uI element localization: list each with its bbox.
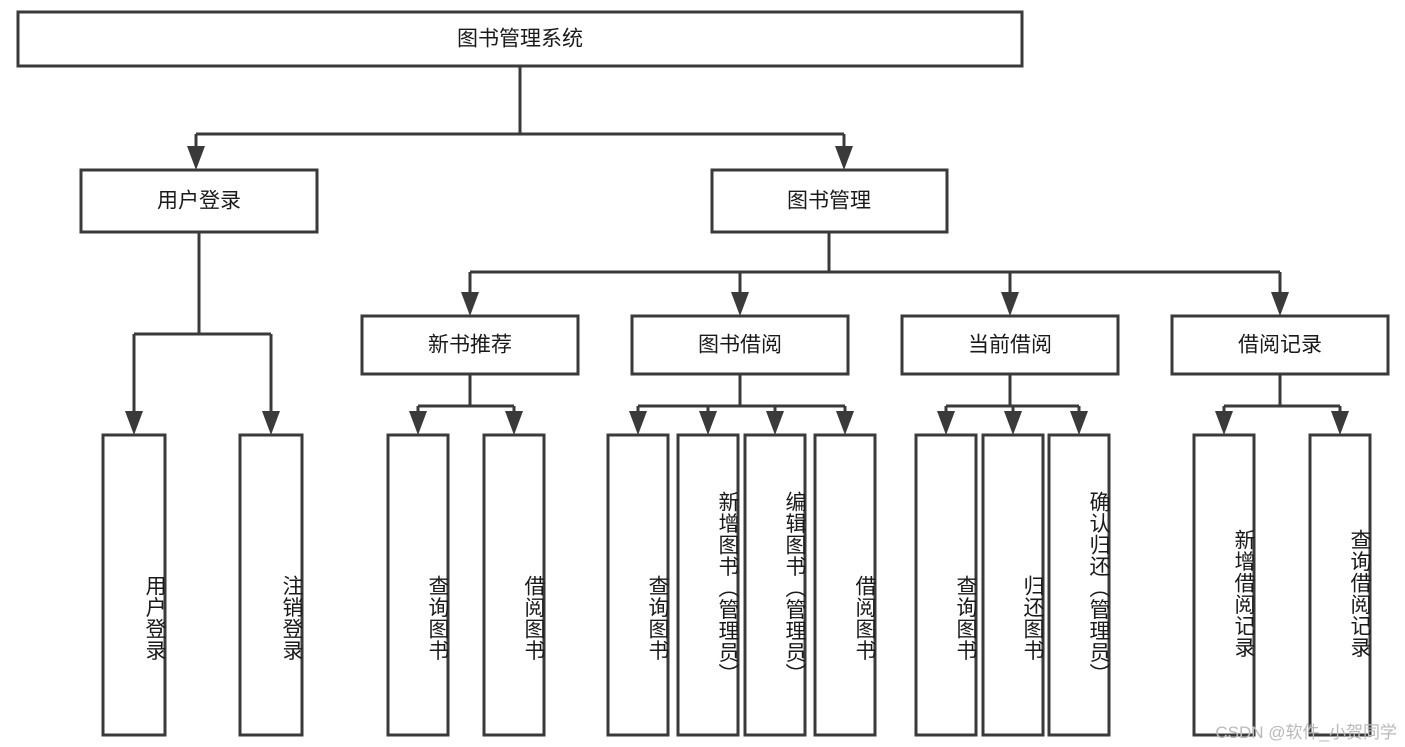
connector-borrowrecord-to-leaves <box>1215 374 1349 435</box>
leaf-box-add-book-admin[interactable] <box>676 433 740 737</box>
leaf-box-borrow-book-recommend[interactable] <box>482 433 546 737</box>
node-current-borrow-box[interactable] <box>900 314 1120 376</box>
connector-userlogin-to-leaves <box>125 232 280 435</box>
node-user-login-label: 用户登录 <box>157 190 241 213</box>
leaf-box-query-borrow-record[interactable] <box>1308 433 1372 737</box>
node-new-book-recommend-label: 新书推荐 <box>428 334 512 357</box>
node-user-login-box[interactable] <box>79 168 319 234</box>
connector-root-to-level2 <box>187 66 853 170</box>
node-root-label: 图书管理系统 <box>457 28 583 51</box>
node-book-management-box[interactable] <box>710 168 949 234</box>
connector-newbook-to-leaves <box>409 374 523 435</box>
connector-currentborrow-to-leaves <box>937 374 1088 435</box>
leaf-box-query-book-current[interactable] <box>914 433 978 737</box>
connector-bookmgmt-to-level3 <box>461 232 1289 316</box>
node-book-management-label: 图书管理 <box>787 190 871 213</box>
leaf-box-borrow-book[interactable] <box>813 433 877 737</box>
node-root-box[interactable] <box>16 10 1024 68</box>
node-book-borrow-label: 图书借阅 <box>698 334 782 357</box>
leaf-box-edit-book-admin[interactable] <box>743 433 807 737</box>
csdn-watermark: CSDN @软件_小贺同学 <box>1215 723 1397 742</box>
connector-bookborrow-to-leaves <box>629 374 854 435</box>
leaf-box-confirm-return-admin[interactable] <box>1047 433 1111 737</box>
leaf-box-query-book-borrow[interactable] <box>606 433 670 737</box>
leaf-box-add-borrow-record[interactable] <box>1192 433 1256 737</box>
node-new-book-recommend-box[interactable] <box>360 314 580 376</box>
leaf-box-user-login[interactable] <box>101 433 167 737</box>
leaf-box-logout[interactable] <box>238 433 304 737</box>
node-current-borrow-label: 当前借阅 <box>968 334 1052 357</box>
node-borrow-record-label: 借阅记录 <box>1238 334 1322 357</box>
node-book-borrow-box[interactable] <box>630 314 850 376</box>
leaf-box-return-book[interactable] <box>981 433 1045 737</box>
leaf-box-query-book-recommend[interactable] <box>386 433 450 737</box>
node-borrow-record-box[interactable] <box>1170 314 1390 376</box>
